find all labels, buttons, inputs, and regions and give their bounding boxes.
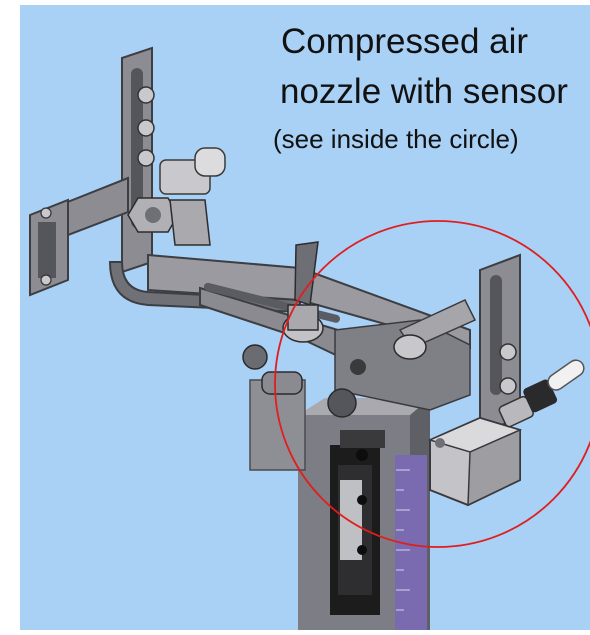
linear-guide-icon	[330, 430, 385, 615]
tightening-lever-icon	[282, 241, 324, 343]
clamp-mechanism	[242, 299, 477, 418]
air-nozzle-icon	[498, 359, 585, 428]
valve-fitting	[127, 147, 226, 246]
proximity-sensor-icon	[427, 416, 523, 507]
left-vertical-bracket	[121, 46, 155, 274]
caption-line-3: (see inside the circle)	[273, 124, 519, 154]
left-arm	[29, 176, 129, 297]
caption-line-1: Compressed air	[281, 22, 529, 61]
highlight-circle	[274, 220, 590, 548]
right-vertical-bracket	[479, 253, 521, 432]
caption-line-2: nozzle with sensor	[280, 72, 568, 111]
